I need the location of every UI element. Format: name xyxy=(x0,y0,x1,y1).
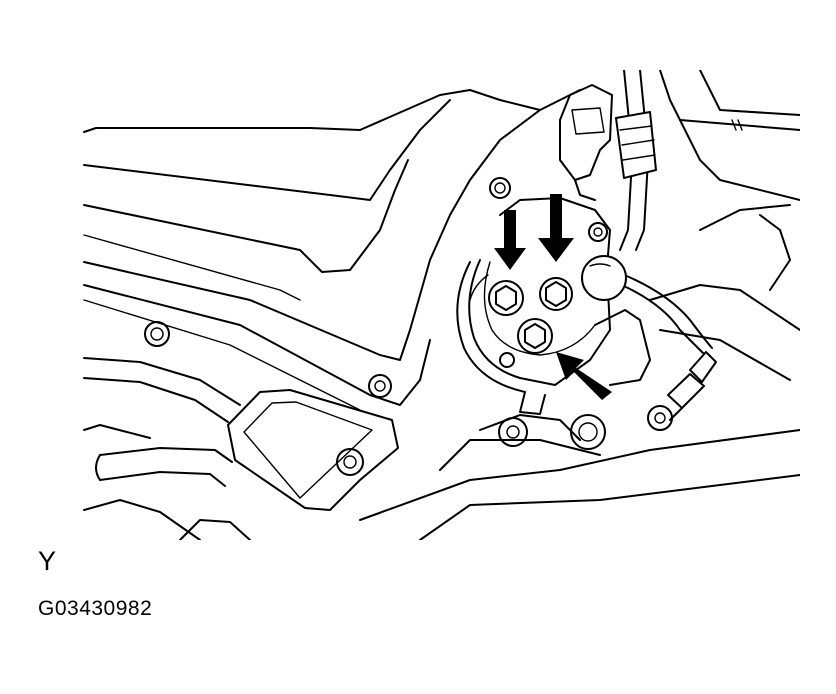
wire-connector xyxy=(559,84,613,201)
figure-id: G03430982 xyxy=(38,597,153,620)
panel-bolt-left xyxy=(144,321,170,347)
mount-bolt-bottom xyxy=(517,318,553,354)
rubber-bushing xyxy=(581,255,627,301)
mount-bolt-right xyxy=(539,277,573,311)
lower-left-hoses xyxy=(83,357,251,540)
callout-arrow-middle xyxy=(538,194,574,262)
mount-housing xyxy=(456,197,651,415)
side-bolt xyxy=(588,222,608,242)
wire-harness xyxy=(615,70,657,251)
upper-panel xyxy=(83,89,581,411)
callout-arrow-left xyxy=(494,210,526,270)
callout-arrow-lower-right xyxy=(556,352,612,400)
view-label: Y xyxy=(38,546,57,576)
panel-bolt-mid xyxy=(368,374,392,398)
panel-bolt-top xyxy=(489,177,511,199)
lower-frame-member xyxy=(359,414,800,540)
lower-bracket xyxy=(227,389,399,511)
mount-bolt-left xyxy=(488,280,524,316)
right-structure xyxy=(649,70,800,381)
ground-cable xyxy=(609,269,717,431)
